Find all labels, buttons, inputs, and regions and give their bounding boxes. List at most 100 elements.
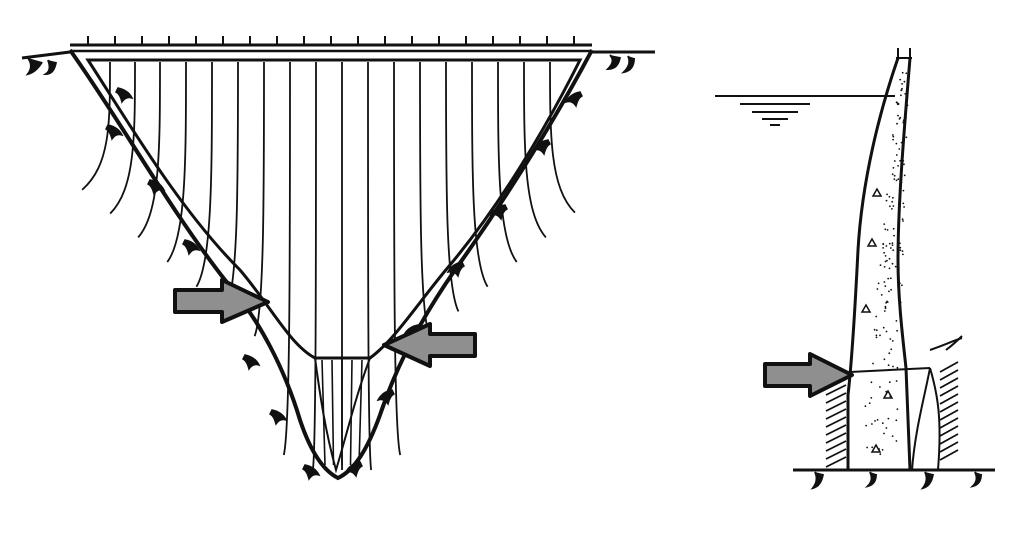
aggregate-dot — [891, 340, 894, 342]
rock-hatching — [825, 335, 963, 468]
aggregate-dot — [886, 259, 888, 262]
aggregate-dot — [887, 417, 890, 420]
aggregate-dot — [888, 381, 891, 383]
aggregate-dot — [889, 205, 891, 208]
water-level-symbol — [715, 95, 895, 126]
aggregate-dot — [887, 368, 890, 371]
aggregate-dot — [877, 282, 880, 285]
aggregate-dot — [876, 288, 879, 290]
aggregate-dot — [899, 78, 902, 81]
dam-cross-section — [715, 48, 995, 490]
aggregate-stone — [871, 187, 883, 197]
aggregate-dot — [865, 424, 867, 427]
aggregate-dot — [884, 260, 887, 263]
dam-lower-block — [314, 357, 371, 474]
aggregate-dot — [887, 364, 890, 367]
aggregate-dot — [901, 83, 903, 85]
aggregate-stone — [860, 303, 872, 313]
aggregate-dot — [897, 178, 900, 181]
aggregate-dot — [882, 247, 884, 249]
aggregate-dot — [905, 99, 908, 102]
joint-line — [282, 61, 291, 456]
aggregate-dot — [888, 257, 891, 260]
aggregate-dot — [895, 154, 898, 156]
block-joint-line — [331, 359, 335, 466]
aggregate-dot — [900, 94, 902, 97]
aggregate-dot — [897, 165, 899, 167]
aggregate-dot — [893, 234, 895, 237]
block-joint-line — [321, 359, 326, 466]
aggregate-dot — [885, 245, 888, 247]
joint-line — [549, 61, 576, 214]
aggregate-dot — [895, 419, 898, 422]
rock-tuft — [376, 389, 396, 406]
hatch-line — [825, 416, 847, 428]
joint-line — [497, 61, 518, 263]
joint-line — [419, 61, 431, 337]
aggregate-dot — [883, 281, 886, 283]
foundation-trench — [911, 367, 941, 471]
aggregate-dot — [893, 160, 896, 162]
block-joint-line — [358, 359, 363, 466]
aggregate-dot — [866, 446, 868, 449]
aggregate-dot — [892, 138, 894, 141]
aggregate-dot — [864, 405, 867, 408]
rock-tuft — [446, 261, 466, 278]
aggregate-dot — [899, 282, 901, 285]
aggregate-dot — [871, 423, 873, 425]
aggregate-dot — [879, 453, 882, 456]
aggregate-stone — [866, 237, 878, 247]
aggregate-dot — [892, 249, 895, 252]
contraction-joints — [81, 61, 576, 471]
aggregate-dot — [888, 352, 891, 355]
aggregate-dot — [875, 315, 878, 318]
aggregate-dot — [903, 163, 905, 166]
joint-line — [471, 61, 489, 288]
aggregate-dot — [900, 89, 903, 91]
aggregate-dot — [891, 262, 894, 265]
section-crest — [896, 48, 912, 59]
aggregate-dot — [892, 196, 894, 199]
aggregate-dot — [890, 288, 892, 291]
aggregate-dot — [891, 173, 894, 176]
aggregate-dot — [884, 228, 887, 231]
aggregate-dot — [895, 142, 898, 145]
hatch-line — [939, 377, 959, 389]
joint-line — [195, 61, 213, 288]
trench-lip — [945, 335, 963, 351]
aggregate-dot — [899, 301, 902, 304]
aggregate-dot — [880, 294, 883, 296]
section-upstream-face — [846, 57, 900, 470]
rock-tuft — [301, 464, 321, 481]
aggregate-dot — [888, 290, 890, 293]
aggregate-dot — [899, 249, 902, 252]
aggregate-dot — [889, 277, 892, 280]
aggregate-dot — [868, 402, 871, 404]
aggregate-dot — [884, 255, 887, 257]
aggregate-dot — [892, 167, 895, 169]
concrete-aggregate — [860, 71, 909, 456]
rock-tuft — [489, 204, 509, 221]
aggregate-dot — [900, 181, 903, 184]
hatch-line — [825, 432, 847, 444]
aggregate-dot — [897, 281, 899, 284]
dam-crest — [70, 43, 592, 53]
aggregate-dot — [883, 251, 885, 254]
aggregate-dot — [900, 141, 903, 144]
aggregate-dot — [881, 449, 884, 451]
hatch-line — [939, 433, 959, 445]
hatch-line — [825, 456, 847, 468]
aggregate-dot — [874, 420, 876, 422]
ground-line-right — [592, 50, 655, 74]
arrow-left-panel-b — [382, 322, 477, 368]
aggregate-dot — [901, 284, 903, 287]
aggregate-dot — [882, 326, 885, 329]
aggregate-dot — [902, 121, 905, 123]
block-joint-line — [349, 359, 353, 466]
aggregate-dot — [892, 365, 894, 368]
aggregate-dot — [891, 244, 894, 247]
aggregate-dot — [893, 178, 896, 181]
rock-tuft — [268, 409, 288, 426]
rock-tuft — [564, 91, 584, 108]
